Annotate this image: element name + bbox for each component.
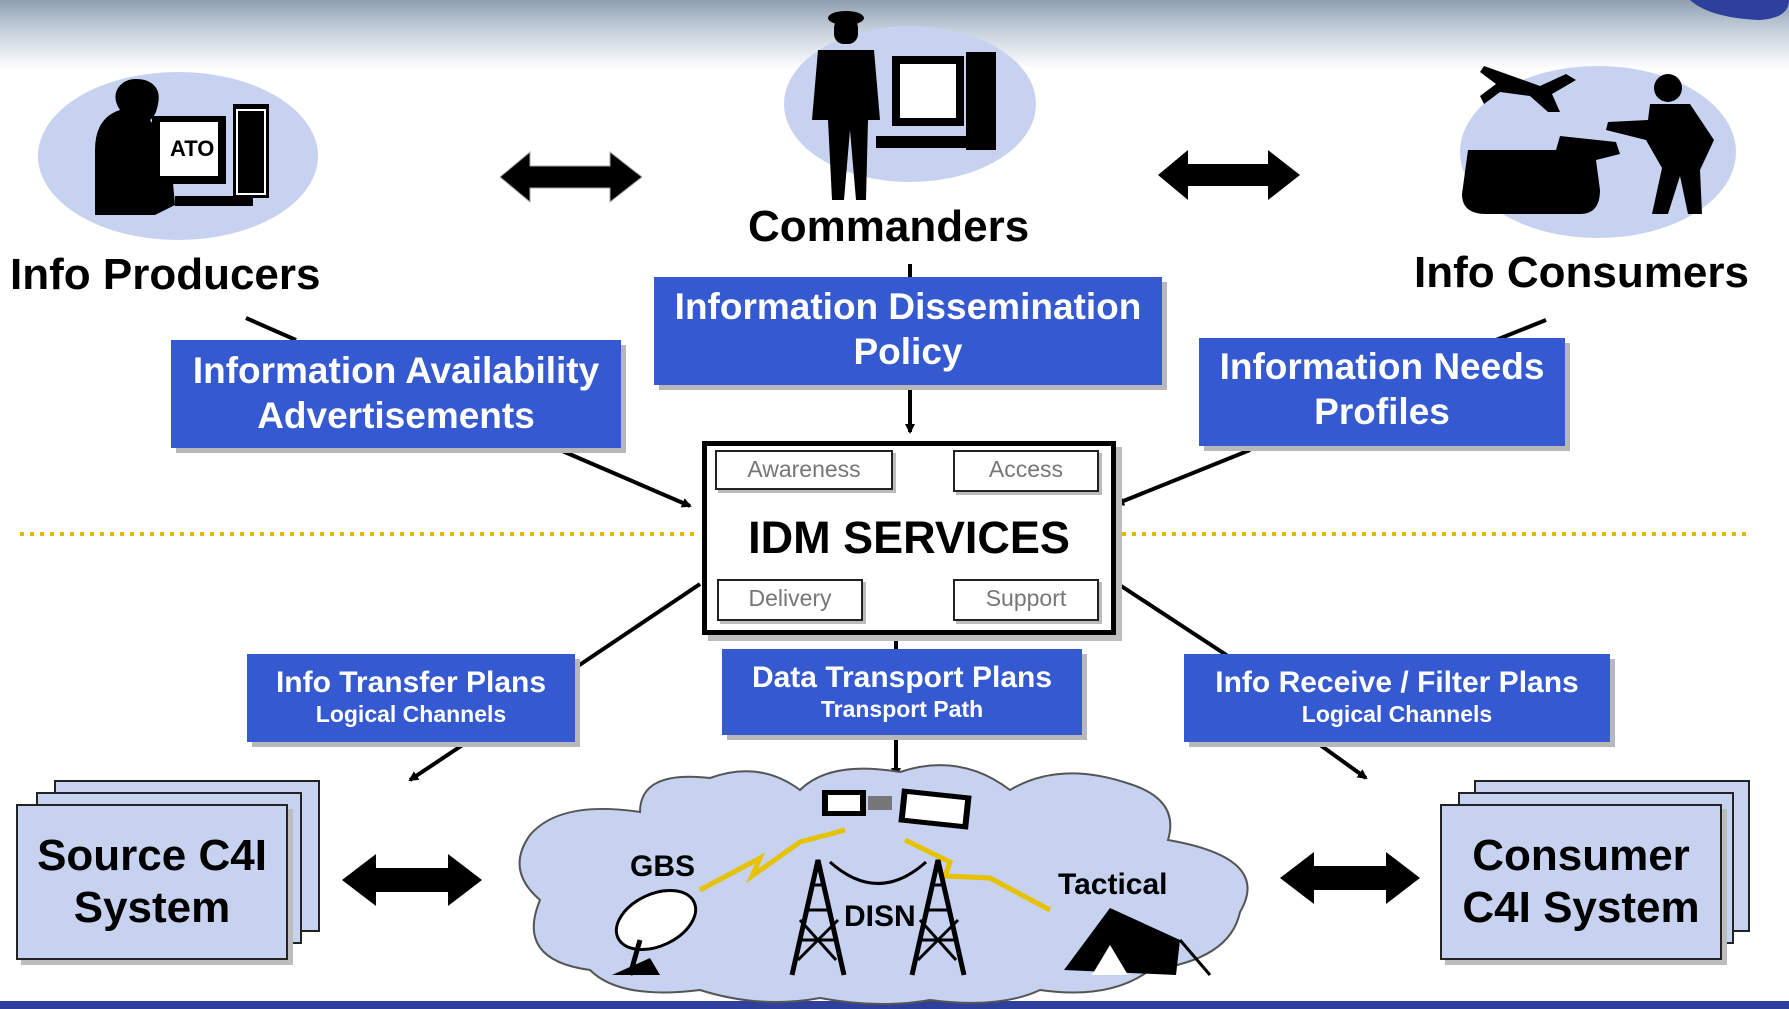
consumer-c4i-system: Consumer C4I System [1440,804,1722,960]
consumer-line2: C4I System [1462,883,1700,932]
source-line2: System [73,883,231,932]
receive-to-consumer-arrow [1314,740,1368,780]
dissemination-policy-box: Information Dissemination Policy [654,277,1162,385]
network-consumer-arrow [1280,852,1420,904]
support-service: Support [953,579,1099,621]
transfer-plans-sub: Logical Channels [315,701,507,727]
gbs-link-bolt [698,827,846,893]
disn-tower-left-icon [789,859,847,976]
delivery-service: Delivery [717,579,863,621]
availability-to-idm-arrow [559,448,692,508]
idm-to-transfer-line [576,582,702,668]
transport-plans-sub: Transport Path [820,696,984,722]
needs-line2: Profiles [1314,391,1450,432]
source-c4i-system: Source C4I System [16,804,288,960]
satellite-icon [822,788,972,830]
consumer-line1: Consumer [1472,831,1690,880]
idm-to-receive-line [1110,578,1236,662]
ato-label: ATO [170,136,215,161]
needs-profiles-box: Information Needs Profiles [1199,338,1565,446]
dissemination-line2: Policy [853,331,963,372]
disn-tower-right-icon [909,859,967,976]
transport-plans-box: Data Transport Plans Transport Path [722,649,1082,735]
commander-silhouette-icon [812,11,996,200]
availability-advertisements-box: Information Availability Advertisements [171,340,621,448]
receive-plans-title: Info Receive / Filter Plans [1215,666,1579,699]
commanders-title: Commanders [748,202,1030,251]
disn-label: DISN [844,900,916,933]
availability-line2: Advertisements [257,395,535,436]
military-assets-icon [1462,66,1714,214]
availability-line1: Information Availability [192,350,600,391]
idm-services-box: Awareness Access IDM SERVICES Delivery S… [702,441,1116,635]
transfer-to-source-arrow [408,738,472,782]
needs-line1: Information Needs [1219,346,1545,387]
producer-to-availability-line [245,316,297,342]
transfer-plans-title: Info Transfer Plans [275,666,547,699]
commander-consumer-arrow [1158,150,1300,200]
seal-fragment [1690,0,1789,20]
awareness-service: Awareness [715,450,893,490]
source-network-arrow [342,854,482,906]
receive-plans-sub: Logical Channels [1301,701,1493,727]
gbs-label: GBS [630,850,696,883]
tactical-tent-icon [1064,908,1212,976]
tactical-link-bolt [903,837,1052,913]
receive-plans-box: Info Receive / Filter Plans Logical Chan… [1184,654,1610,742]
footer-bar [0,1001,1789,1009]
info-producers-title: Info Producers [10,250,321,299]
access-service: Access [953,450,1099,492]
transfer-plans-box: Info Transfer Plans Logical Channels [247,654,575,742]
idm-services-title: IDM SERVICES [748,512,1070,563]
info-consumers-title: Info Consumers [1414,248,1749,297]
transport-plans-title: Data Transport Plans [751,661,1053,694]
needs-to-idm-arrow [1114,448,1251,506]
producer-silhouette-icon [95,79,269,215]
dissemination-line1: Information Dissemination [674,286,1142,327]
producer-commander-arrow [499,150,643,204]
tactical-label: Tactical [1058,868,1168,901]
consumer-to-needs-line [1495,318,1547,342]
disn-link [828,860,928,885]
source-line1: Source C4I [37,831,267,880]
satellite-dish-icon [612,888,698,976]
